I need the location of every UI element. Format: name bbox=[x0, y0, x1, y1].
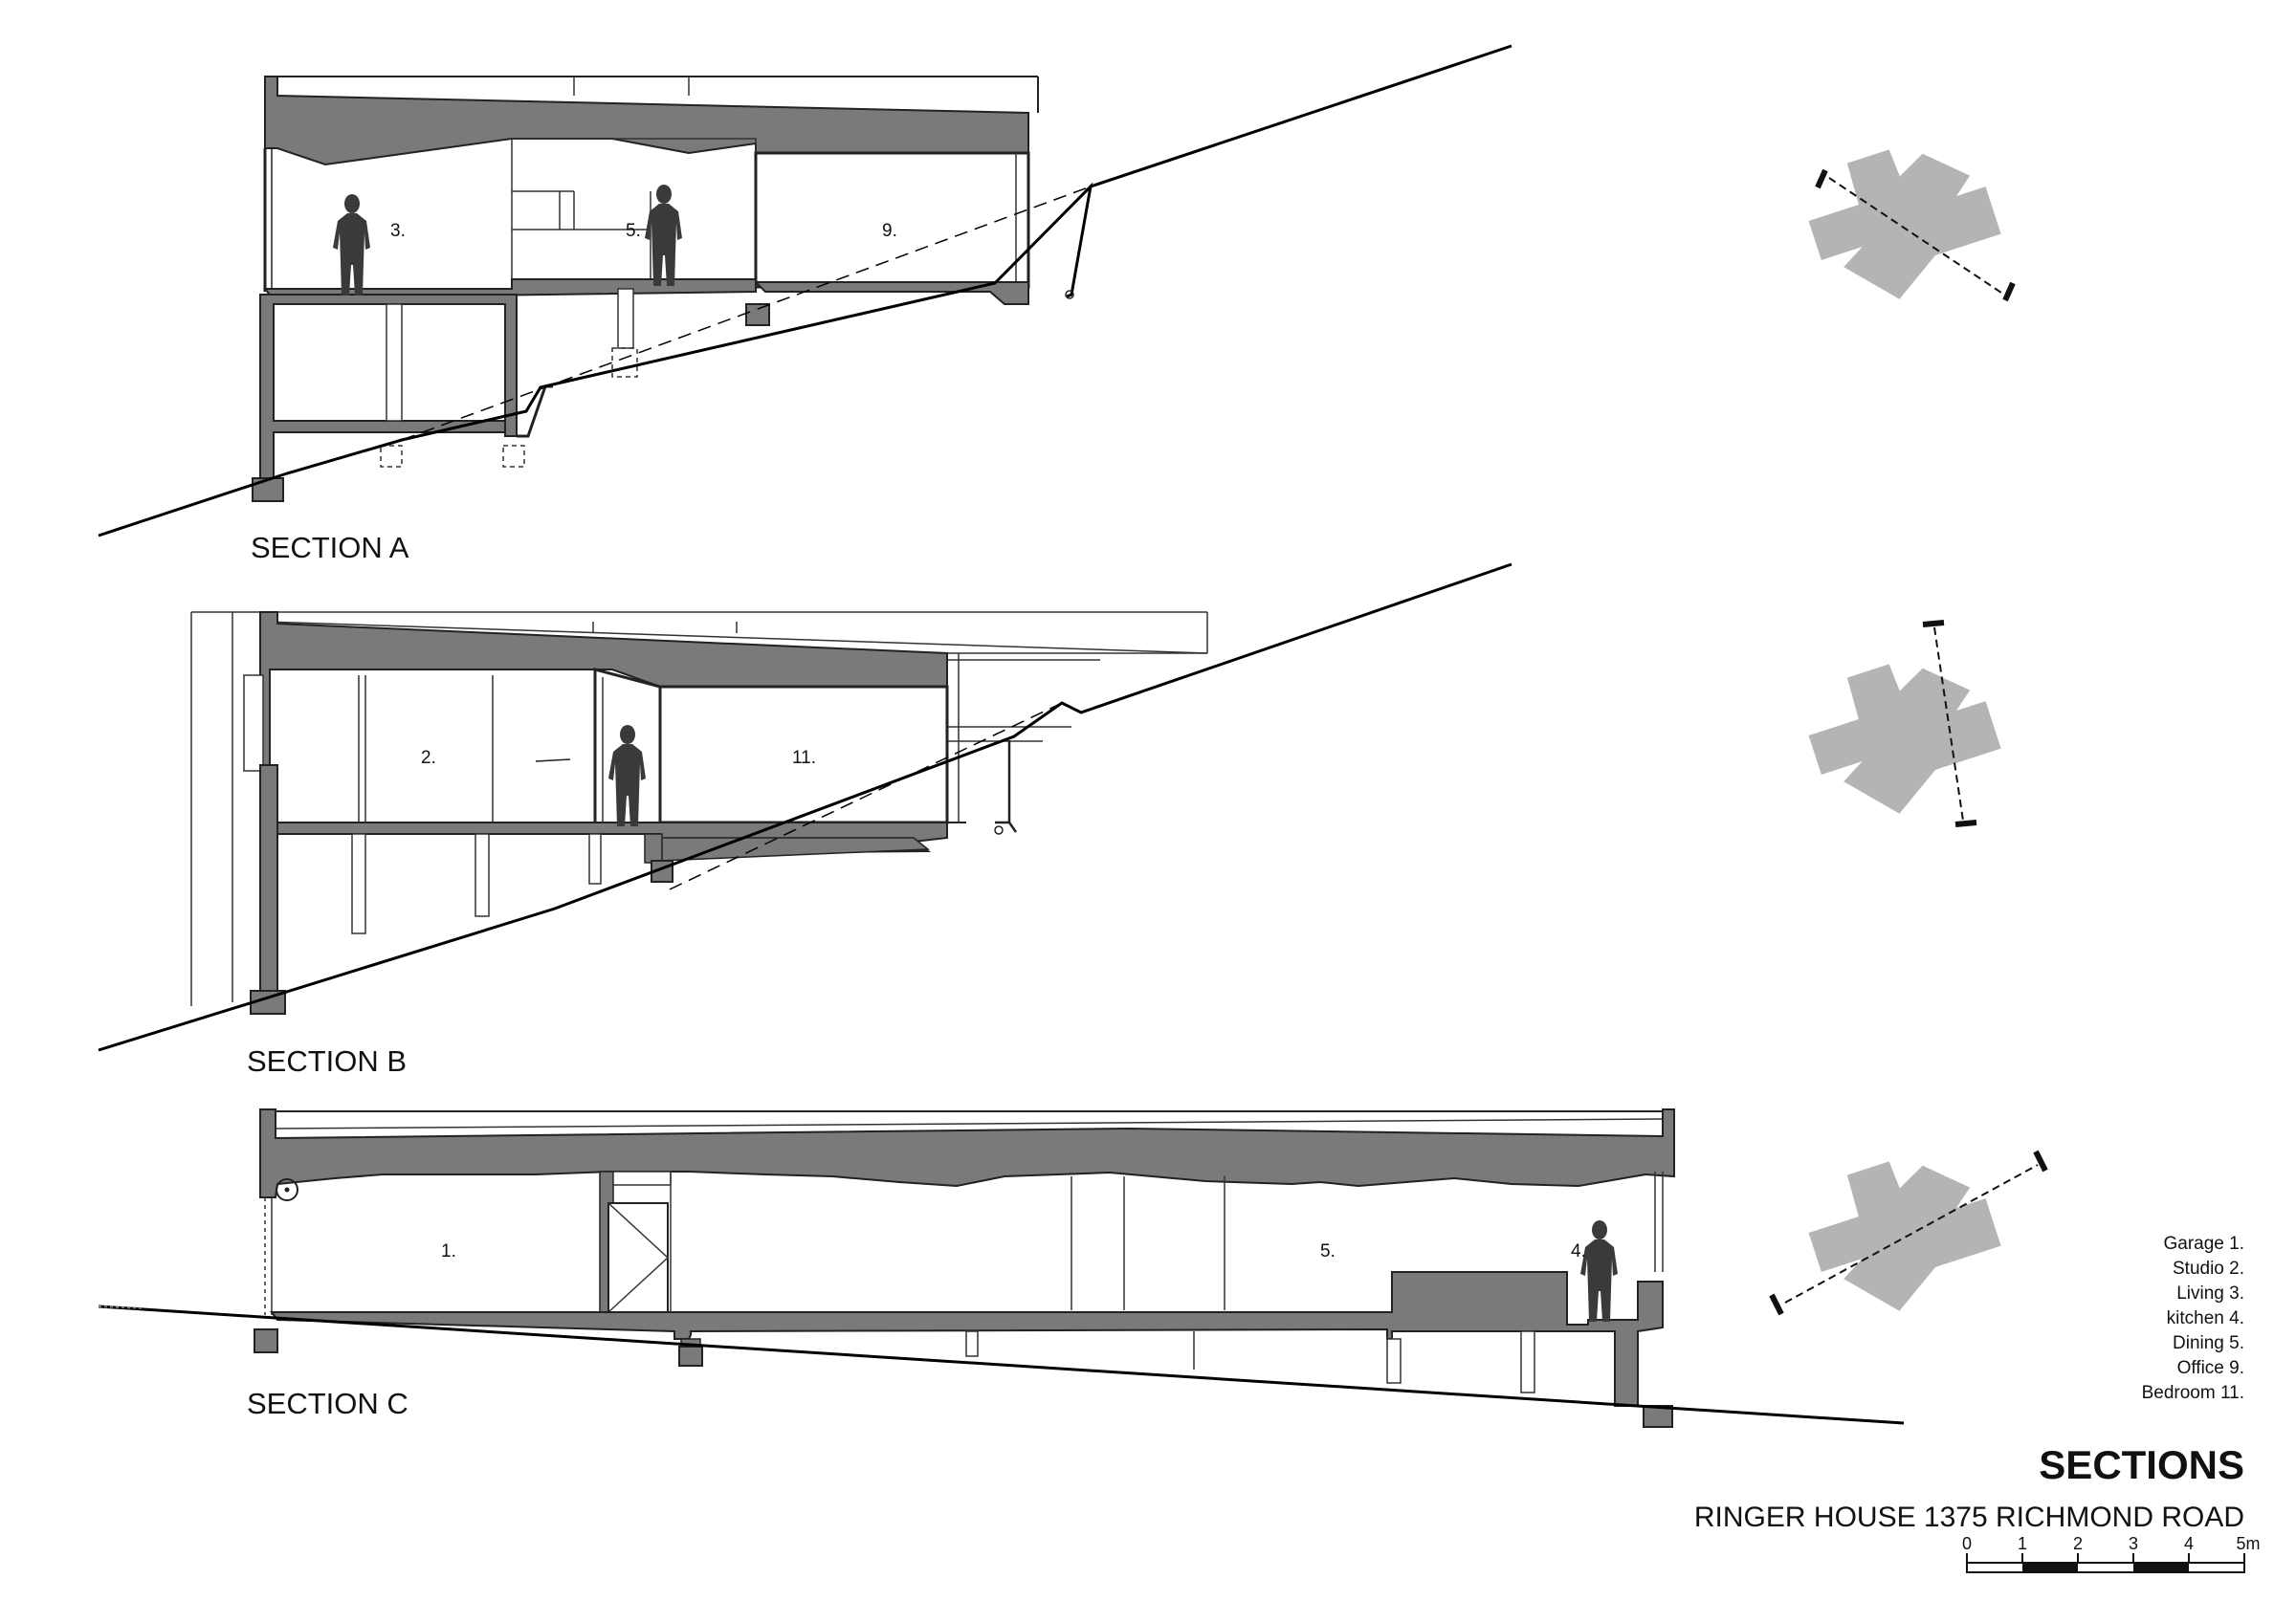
section-b-title: SECTION B bbox=[247, 1044, 407, 1078]
roof-slab bbox=[259, 1108, 1675, 1198]
sheet-title: SECTIONS bbox=[2039, 1442, 2244, 1487]
person-silhouette-icon bbox=[608, 725, 646, 826]
section-cut-marker-icon bbox=[1769, 1293, 1784, 1316]
room-number: 1. bbox=[441, 1241, 456, 1261]
room-number: 11. bbox=[792, 748, 816, 768]
room-number: 9. bbox=[882, 221, 897, 241]
ground-line bbox=[98, 562, 1512, 1052]
roof-slab bbox=[264, 76, 1029, 166]
legend-item: Living 3. bbox=[2176, 1283, 2244, 1304]
section-cut-marker-icon bbox=[1922, 620, 1945, 627]
circle-dot-icon bbox=[276, 1178, 298, 1201]
office-floor-slab bbox=[753, 281, 1029, 305]
scale-label: 0 bbox=[1962, 1534, 1972, 1553]
section-c-drawing bbox=[98, 1108, 1905, 1428]
key-plan-icon bbox=[1808, 149, 2016, 302]
legend-item: Garage 1. bbox=[2164, 1234, 2245, 1254]
section-c-title: SECTION C bbox=[247, 1387, 408, 1420]
key-plan-icon bbox=[1808, 620, 2001, 827]
scale-label: 2 bbox=[2073, 1534, 2083, 1553]
legend-item: kitchen 4. bbox=[2167, 1308, 2244, 1328]
room-number: 3. bbox=[390, 221, 406, 241]
key-plan-icon bbox=[1769, 1150, 2048, 1316]
legend-item: Dining 5. bbox=[2173, 1333, 2244, 1353]
person-silhouette-icon bbox=[1580, 1220, 1618, 1322]
ground-line bbox=[98, 182, 1093, 537]
section-cut-marker-icon bbox=[2033, 1150, 2048, 1173]
legend-item: Studio 2. bbox=[2173, 1259, 2244, 1279]
section-b-drawing bbox=[98, 562, 1512, 1052]
sheet-subtitle: RINGER HOUSE 1375 RICHMOND ROAD bbox=[1694, 1502, 2244, 1533]
scale-label: 4 bbox=[2184, 1534, 2194, 1553]
section-a-title: SECTION A bbox=[251, 531, 409, 564]
person-silhouette-icon bbox=[333, 194, 370, 296]
legend-item: Office 9. bbox=[2177, 1358, 2244, 1378]
section-cut-marker-icon bbox=[1815, 168, 1828, 189]
scale-label: 1 bbox=[2018, 1534, 2027, 1553]
room-number: 4. bbox=[1571, 1241, 1586, 1261]
section-cut-marker-icon bbox=[1954, 820, 1977, 827]
section-a-drawing bbox=[98, 44, 1512, 537]
room-number: 5. bbox=[1320, 1241, 1336, 1261]
scale-label: 3 bbox=[2129, 1534, 2138, 1553]
room-number: 2. bbox=[421, 748, 436, 768]
scale-bar bbox=[1966, 1553, 2245, 1573]
legend-item: Bedroom 11. bbox=[2142, 1383, 2244, 1403]
room-number: 5. bbox=[626, 221, 641, 241]
ground-line bbox=[98, 1305, 1905, 1425]
scale-label: 5m bbox=[2236, 1534, 2260, 1553]
section-cut-marker-icon bbox=[2002, 281, 2016, 302]
